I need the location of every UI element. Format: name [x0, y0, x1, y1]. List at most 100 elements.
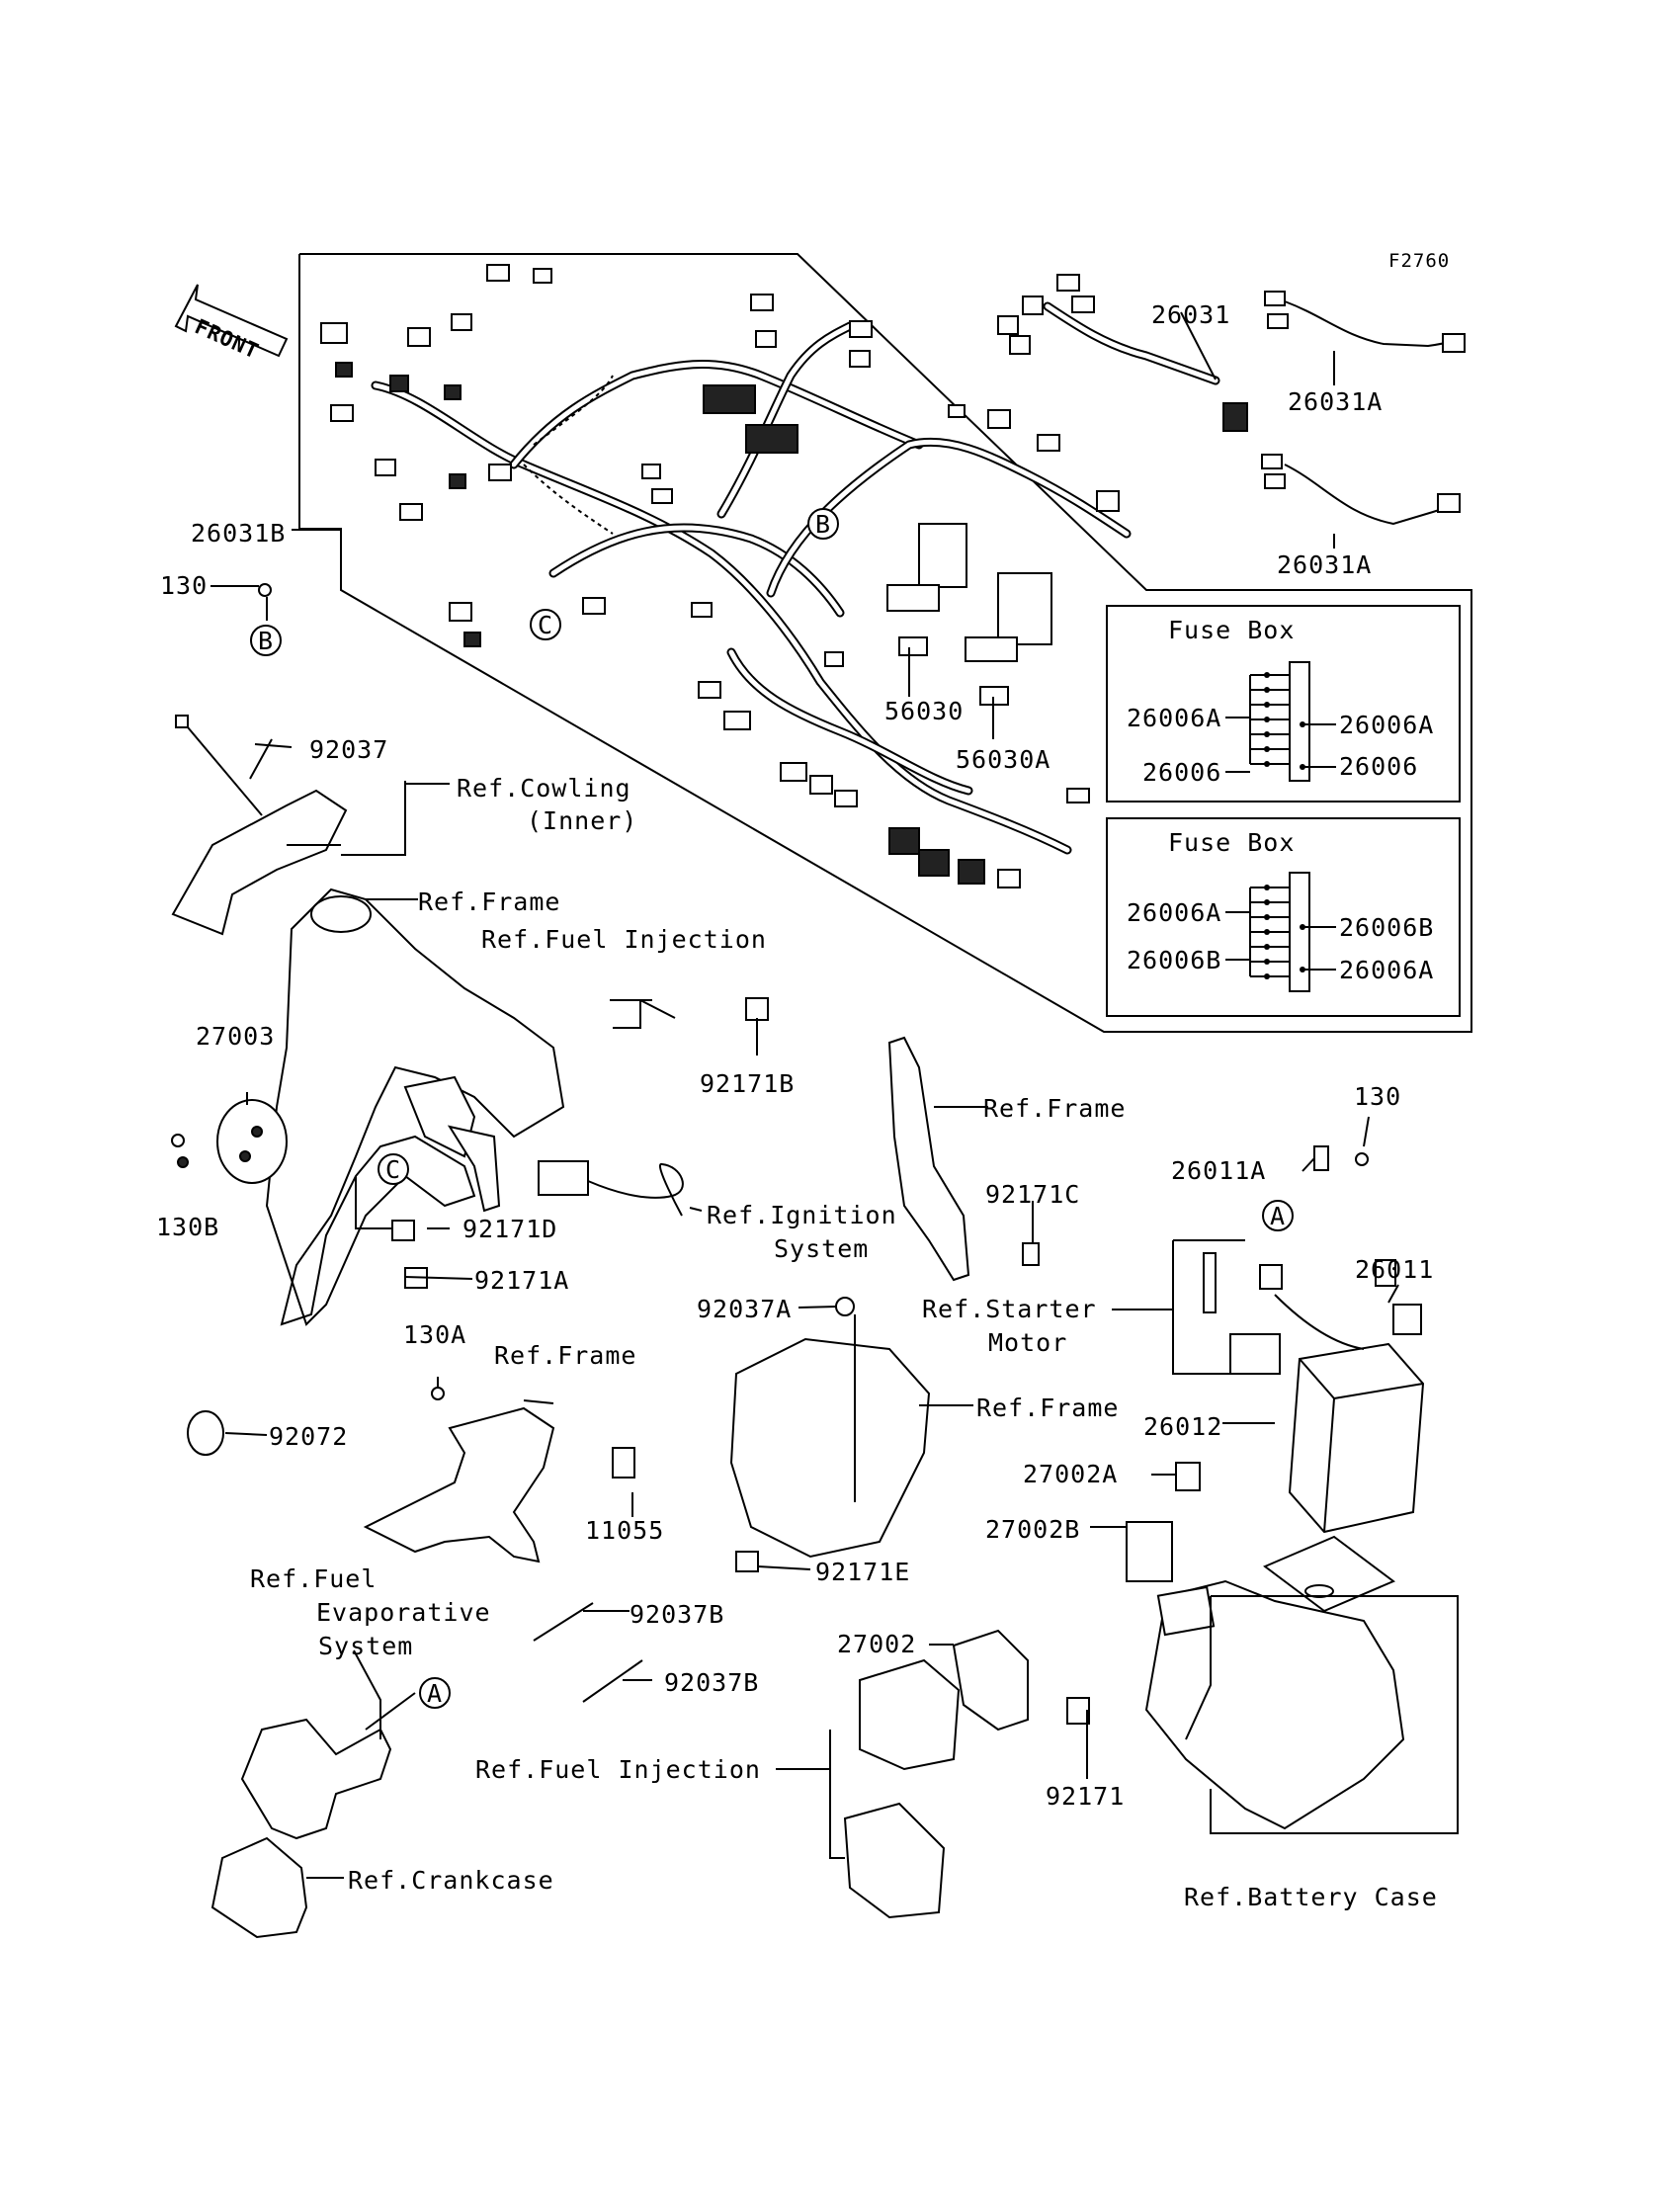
part-number-26031A: 26031A: [1288, 387, 1383, 416]
bracket-11055: [363, 1406, 635, 1563]
ref-frame: Ref.Frame: [976, 1394, 1119, 1422]
clip-92171E: [735, 1551, 759, 1572]
frame: [265, 887, 565, 1326]
part-number-26006: 26006: [1142, 758, 1221, 787]
part-number-56030A: 56030A: [956, 745, 1050, 774]
part-number-92171B: 92171B: [700, 1069, 795, 1098]
ref-fuel-injection: Ref.Fuel Injection: [475, 1755, 761, 1784]
part-number-26006A: 26006A: [1127, 898, 1221, 927]
part-27003: [177, 1099, 288, 1184]
fuse-box-2: Fuse Box 26006A 26006B 26006B 26006A: [1106, 817, 1461, 1017]
part-number-92171E: 92171E: [815, 1558, 910, 1586]
frame-tray: [729, 1314, 931, 1559]
part-number-26012: 26012: [1143, 1412, 1222, 1441]
ref-fuel-evaporative-system-sub: System: [318, 1632, 413, 1660]
part-number-130: 130: [1354, 1082, 1401, 1111]
marker-B: [807, 508, 839, 540]
sub-harness-26031A-upper: [1264, 291, 1466, 353]
marker-C: [378, 1153, 409, 1185]
marker-A-label: A: [427, 1679, 443, 1708]
ignition-coil: [538, 1160, 684, 1217]
evaporative-system-bracket: [210, 1718, 392, 1939]
ref-frame: Ref.Frame: [983, 1094, 1126, 1123]
part-number-130: 130: [160, 571, 208, 600]
part-number-92037A: 92037A: [697, 1295, 792, 1323]
clamp-92037A: [835, 1297, 855, 1316]
part-number-26031B: 26031B: [191, 519, 286, 548]
marker-A-label: A: [1270, 1202, 1286, 1230]
part-number-26006B: 26006B: [1339, 913, 1434, 942]
part-number-92072: 92072: [269, 1422, 348, 1451]
marker-B: [250, 625, 282, 656]
bolt-130: [258, 583, 272, 597]
part-number-11055: 11055: [585, 1516, 664, 1545]
part-number-27002B: 27002B: [985, 1515, 1080, 1544]
bolt-130-right: [1355, 1152, 1369, 1166]
part-number-27002A: 27002A: [1023, 1460, 1118, 1488]
ref-fuel-evaporative-system-sub: Evaporative: [316, 1598, 491, 1627]
part-number-92037B: 92037B: [664, 1668, 759, 1697]
part-number-26006B: 26006B: [1127, 946, 1221, 974]
ref-fuel-injection: Ref.Fuel Injection: [481, 925, 767, 954]
fuse-box-1: Fuse Box 26006A 26006 26006A 26006: [1106, 605, 1461, 803]
part-number-92171D: 92171D: [462, 1215, 557, 1243]
ref-starter-motor: Ref.Starter: [922, 1295, 1097, 1323]
part-number-26031A: 26031A: [1277, 550, 1372, 579]
battery-and-relay: [1203, 1145, 1425, 1534]
part-number-26031: 26031: [1151, 300, 1230, 329]
clip-92171B: [745, 997, 769, 1021]
sub-harness-26031A-lower: [1261, 454, 1461, 526]
band-92072: [187, 1410, 224, 1456]
part-number-130B: 130B: [156, 1213, 219, 1241]
marker-A: [419, 1677, 451, 1709]
ref-cowling-inner: Ref.Cowling: [457, 774, 631, 803]
clip-92171C: [1022, 1242, 1040, 1266]
part-number-92037B: 92037B: [630, 1600, 724, 1629]
bolt-130A: [431, 1387, 445, 1400]
part-number-130A: 130A: [403, 1320, 466, 1349]
part-number-26006: 26006: [1339, 752, 1418, 781]
marker-A: [1262, 1200, 1294, 1231]
ref-starter-motor-sub: Motor: [988, 1328, 1067, 1357]
part-number-27002: 27002: [837, 1630, 916, 1658]
relay-27002B: [1126, 1521, 1173, 1582]
marker-B-label: B: [258, 627, 274, 655]
marker-C-label: C: [538, 611, 553, 639]
ref-ignition-system: Ref.Ignition: [707, 1201, 897, 1229]
part-number-56030: 56030: [884, 697, 964, 725]
marker-C-label: C: [385, 1155, 401, 1184]
part-number-92037: 92037: [309, 735, 388, 764]
marker-C: [530, 609, 561, 640]
fuse-box-2-title: Fuse Box: [1168, 828, 1295, 857]
part-number-26006A: 26006A: [1127, 704, 1221, 732]
front-arrow: FRONT: [174, 284, 289, 364]
clip-92171: [1066, 1697, 1090, 1725]
frame-rail-right: [887, 1036, 970, 1282]
ref-battery-case: Ref.Battery Case: [1184, 1883, 1438, 1911]
sub-harness-26031: [997, 274, 1248, 432]
part-number-26006A: 26006A: [1339, 711, 1434, 739]
ref-frame: Ref.Frame: [418, 887, 560, 916]
clip-92171D: [391, 1220, 415, 1241]
part-number-92171C: 92171C: [985, 1180, 1080, 1209]
relay-27002A: [1175, 1462, 1201, 1491]
ref-frame: Ref.Frame: [494, 1341, 636, 1370]
part-number-27003: 27003: [196, 1022, 275, 1051]
marker-B-label: B: [815, 510, 831, 539]
cowling-inner-bracket: [171, 715, 348, 936]
figure-code: F2760: [1388, 250, 1450, 272]
fuse-box-1-title: Fuse Box: [1168, 616, 1295, 644]
battery-case: [1144, 1535, 1405, 1830]
ecu-27002: [843, 1629, 1029, 1919]
ref-cowling-inner-sub: (Inner): [527, 806, 637, 835]
leader-lines: [210, 311, 1459, 1879]
ref-ignition-system-sub: System: [774, 1234, 869, 1263]
ref-fuel-evaporative-system: Ref.Fuel: [250, 1564, 377, 1593]
reference-markers: B B C C A A: [250, 508, 1294, 1709]
bolt-130B: [171, 1134, 185, 1147]
part-number-26006A: 26006A: [1339, 956, 1434, 984]
ref-crankcase: Ref.Crankcase: [348, 1866, 554, 1895]
part-number-26011A: 26011A: [1171, 1156, 1266, 1185]
